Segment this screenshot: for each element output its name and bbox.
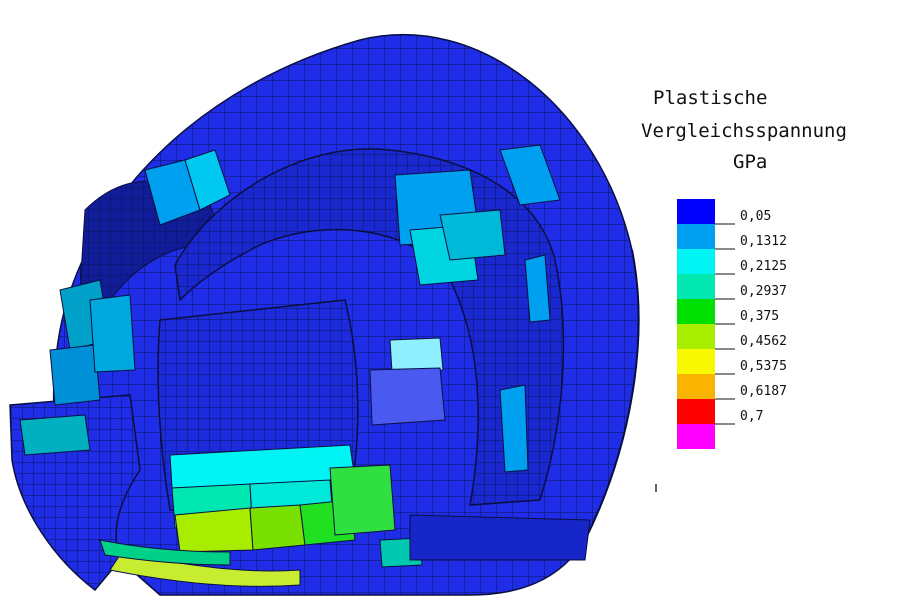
- legend-unit: GPa: [733, 151, 767, 173]
- legend-tick-label: 0,375: [740, 309, 779, 324]
- legend-tick-label: 0,2937: [740, 284, 787, 299]
- legend-swatch: [677, 224, 715, 249]
- legend: Plastische Vergleichsspannung GPa 0,050,…: [641, 87, 847, 492]
- legend-swatch: [677, 324, 715, 349]
- legend-swatch: [677, 349, 715, 374]
- legend-tick-label: 0,05: [740, 209, 771, 224]
- stress-patches: [19, 144, 561, 473]
- small-marker: [655, 484, 657, 492]
- legend-color-scale: 0,05 0,1312 0,2125 0,2937 0,375 0,4562 0,5375 0…: [677, 199, 787, 449]
- legend-tick-label: 0,5375: [740, 359, 787, 374]
- legend-tick-label: 0,4562: [740, 334, 787, 349]
- legend-swatch: [677, 399, 715, 424]
- legend-swatch: [677, 424, 715, 449]
- legend-swatch: [677, 249, 715, 274]
- legend-tick-label: 0,7: [740, 409, 763, 424]
- legend-title-line1: Plastische: [653, 87, 767, 109]
- legend-swatch: [677, 274, 715, 299]
- legend-tick-label: 0,6187: [740, 384, 787, 399]
- stress-hot-band: [99, 444, 423, 587]
- legend-swatch: [677, 199, 715, 224]
- legend-tick-label: 0,1312: [740, 234, 787, 249]
- legend-swatch: [677, 299, 715, 324]
- helmet-mesh-model: [9, 34, 640, 596]
- legend-tick-label: 0,2125: [740, 259, 787, 274]
- legend-swatch: [677, 374, 715, 399]
- legend-title-line2: Vergleichsspannung: [641, 120, 847, 142]
